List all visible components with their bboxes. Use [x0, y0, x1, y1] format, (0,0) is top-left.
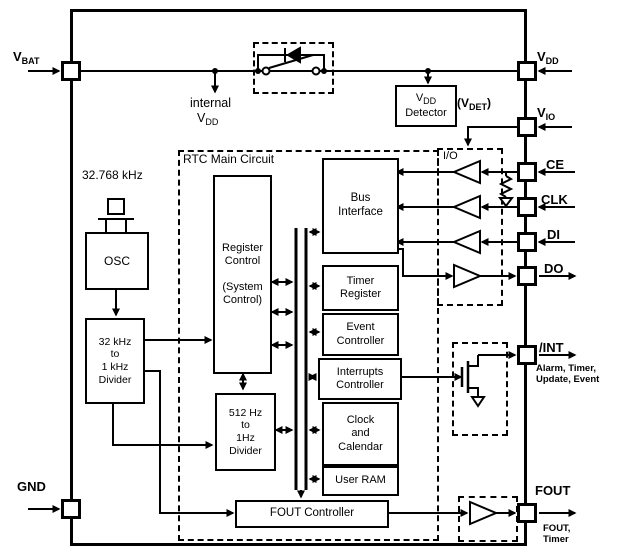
rtc-main-circuit-region: [178, 150, 439, 541]
do-pin: [517, 266, 537, 286]
divider-32k-block: 32 kHz to 1 kHz Divider: [85, 318, 145, 404]
di-pin: [517, 232, 537, 252]
vio-feed-wire: [464, 126, 517, 147]
divider-512-block: 512 Hz to 1Hz Divider: [215, 393, 276, 471]
di-buffer-icon: [451, 229, 481, 255]
di-pin-label: DI: [547, 227, 560, 242]
register-control-block: Register Control (System Control): [213, 175, 272, 374]
gnd-pin-label: GND: [17, 479, 46, 494]
internal-bus: [294, 228, 308, 490]
internal-vdd-label-line1: internal: [190, 96, 231, 110]
int-pin-label: /INT: [539, 340, 564, 355]
bus-interface-block: Bus Interface: [322, 158, 399, 254]
vbat-pin: [61, 61, 81, 81]
bus-connection-arrows: [239, 228, 321, 499]
int-pin-note-line2: Update, Event: [536, 374, 600, 385]
rtc-main-circuit-label: RTC Main Circuit: [183, 152, 275, 166]
power-rail-wire: [81, 68, 517, 74]
ce-pin-label: CE: [546, 157, 565, 172]
ce-pulldown-resistor-icon: [498, 172, 514, 208]
do-buffer-icon: [453, 263, 483, 289]
fout-pin: [517, 503, 537, 523]
fout-buffer-icon: [469, 500, 499, 526]
vio-pin: [517, 117, 537, 137]
int-driver-circuit: [398, 351, 517, 408]
interrupts-controller-block: Interrupts Controller: [318, 358, 402, 400]
vdd-detector-block: VDD Detector: [395, 85, 457, 127]
clock-calendar-block: Clock and Calendar: [322, 402, 399, 466]
gnd-pin: [61, 499, 81, 519]
crystal-frequency-label: 32.768 kHz: [82, 168, 143, 182]
int-driver-region: [452, 342, 508, 436]
switch-lever-icon: [268, 54, 314, 69]
divider-output-wires: [112, 336, 235, 517]
fout-pin-note-line1: FOUT,: [543, 523, 571, 534]
fout-controller-block: FOUT Controller: [235, 500, 389, 528]
internal-vdd-label-line2: VDD: [197, 111, 219, 127]
io-region: [437, 148, 503, 306]
fout-pin-label: FOUT: [535, 483, 571, 498]
osc-block: OSC: [85, 232, 149, 290]
io-label: I/O: [443, 150, 458, 162]
fout-pin-note-line2: Timer: [543, 534, 569, 545]
ce-pin: [517, 162, 537, 182]
do-wire: [395, 248, 517, 280]
do-pin-label: DO: [544, 261, 564, 276]
vio-pin-label: VIO: [537, 105, 556, 122]
clk-pin: [517, 197, 537, 217]
clk-pin-label: CLK: [541, 192, 568, 207]
timer-register-block: Timer Register: [322, 265, 399, 311]
crystal-icon: [98, 198, 134, 232]
vdet-label: (VDET): [457, 96, 491, 112]
vbat-pin-label: VBAT: [13, 49, 40, 66]
ce-buffer-icon: [451, 159, 481, 185]
input-buffer-icons: [451, 159, 499, 526]
vdd-pin: [517, 61, 537, 81]
user-ram-block: User RAM: [322, 466, 399, 496]
event-controller-block: Event Controller: [322, 313, 399, 356]
clk-buffer-icon: [451, 194, 481, 220]
external-pin-arrows: [28, 67, 577, 517]
int-pin: [517, 345, 537, 365]
ground-icon: [470, 396, 486, 408]
vdd-pin-label: VDD: [537, 49, 559, 66]
power-switch-region: [253, 42, 334, 94]
diode-icon: [286, 46, 301, 64]
backup-switch-circuit: [257, 46, 325, 76]
int-pin-note-line1: Alarm, Timer,: [536, 363, 597, 374]
